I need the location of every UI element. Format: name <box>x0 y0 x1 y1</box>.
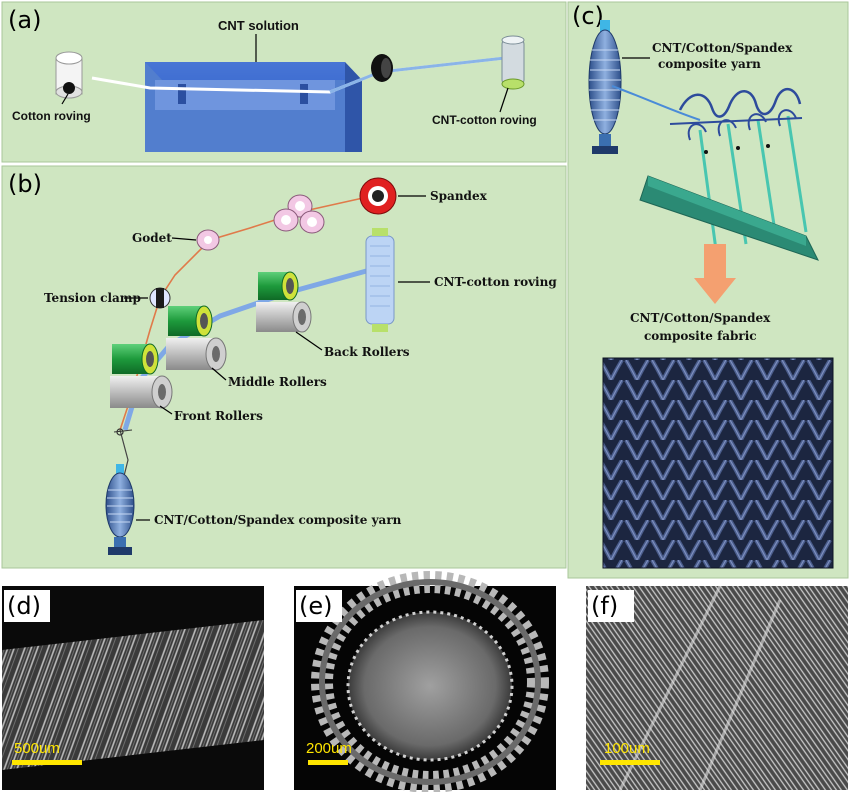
cnt-solution-tank <box>145 62 362 152</box>
guide-roller-icon <box>371 54 393 82</box>
composite-yarn-label-b: CNT/Cotton/Spandex composite yarn <box>154 513 402 527</box>
back-rollers-label: Back Rollers <box>324 345 410 359</box>
composite-yarn-label-c-1: CNT/Cotton/Spandex <box>652 41 793 55</box>
panel-a: (a) CNT solution Cotton roving <box>1 1 567 163</box>
godet-label: Godet <box>132 231 172 245</box>
panel-a-tag: (a) <box>8 6 41 34</box>
traveler-icon <box>113 428 133 436</box>
panel-b: (b) Spandex Godet <box>1 165 567 569</box>
panel-c: (c) CNT/Cotton/Spandex composite yarn <box>567 1 849 579</box>
front-rollers-label: Front Rollers <box>174 409 263 423</box>
back-rollers <box>256 271 312 333</box>
scale-bar-e <box>308 760 348 765</box>
composite-yarn-bobbin-b <box>105 464 135 555</box>
panel-e: (e) 200um <box>294 571 556 792</box>
scale-label-e: 200um <box>306 740 352 757</box>
composite-fabric-label-1: CNT/Cotton/Spandex <box>630 311 771 325</box>
scale-bar-f <box>600 760 660 765</box>
cnt-cotton-roving-spool <box>501 35 525 90</box>
cotton-roving-label: Cotton roving <box>12 109 91 123</box>
panel-d-tag: (d) <box>7 592 41 620</box>
cnt-cotton-roving-label-b: CNT-cotton roving <box>434 275 557 289</box>
panel-f-tag-box <box>588 590 634 622</box>
composite-yarn-bobbin-c <box>588 20 622 154</box>
knitting-needles <box>669 88 808 251</box>
spandex-spool <box>359 177 397 215</box>
panel-b-background <box>1 165 567 569</box>
middle-rollers <box>166 305 227 371</box>
tension-clamp-label: Tension clamp <box>44 291 141 305</box>
panel-d-tag-box <box>4 590 50 622</box>
scale-label-d: 500um <box>14 740 60 757</box>
godet-rollers <box>196 194 325 251</box>
tension-clamp-icon <box>149 287 171 309</box>
front-rollers <box>110 343 173 409</box>
scale-label-f: 100um <box>604 740 650 757</box>
panel-e-tag: (e) <box>299 592 333 620</box>
composite-fabric-photo <box>602 357 834 569</box>
down-arrow-icon <box>694 244 736 304</box>
scale-bar-d <box>12 760 82 765</box>
panel-f-tag: (f) <box>591 592 618 620</box>
yarn-feed <box>611 85 701 121</box>
panel-d: (d) 500um <box>2 586 264 790</box>
cnt-solution-label: CNT solution <box>218 18 299 33</box>
composite-yarn-label-c-2: composite yarn <box>658 57 761 71</box>
middle-rollers-label: Middle Rollers <box>228 375 327 389</box>
yarn-sem-cross-section-e <box>311 571 549 792</box>
cotton-roving-spool <box>55 51 83 99</box>
cnt-cotton-roving-label-a: CNT-cotton roving <box>432 113 537 127</box>
yarn-sem-image-d <box>2 620 264 770</box>
spandex-label: Spandex <box>430 189 488 203</box>
panel-f: (f) 100um <box>586 585 848 791</box>
panel-c-tag: (c) <box>572 2 604 30</box>
cnt-cotton-roving-bobbin <box>365 228 395 332</box>
panel-b-tag: (b) <box>8 170 42 198</box>
panel-e-tag-box <box>296 590 342 622</box>
composite-fabric-label-2: composite fabric <box>644 329 757 343</box>
